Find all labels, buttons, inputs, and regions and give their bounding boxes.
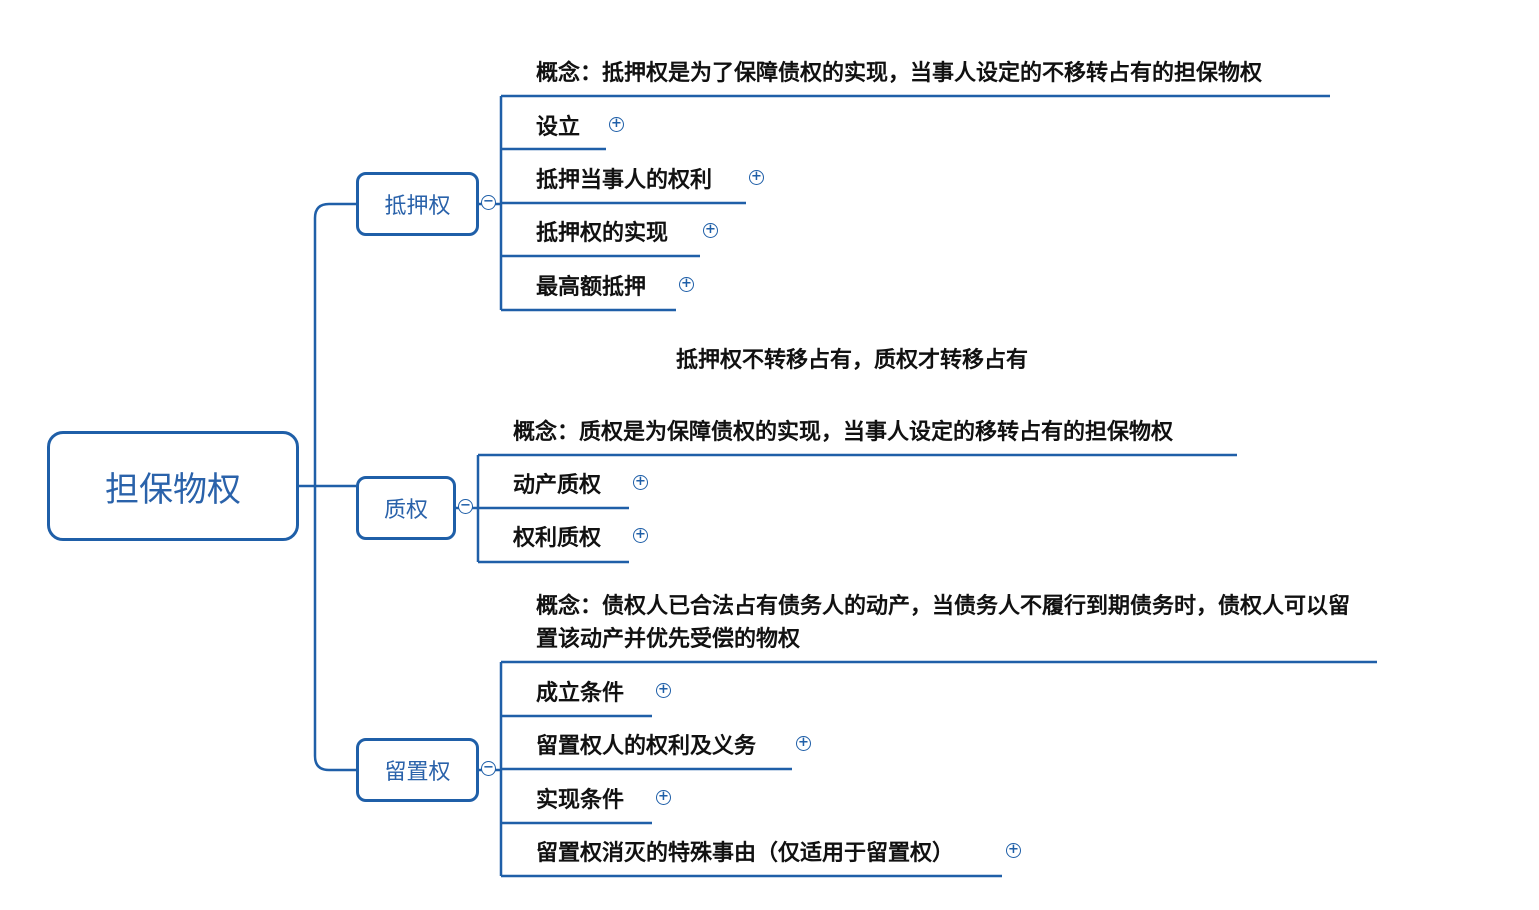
concept-text: 概念：抵押权是为了保障债权的实现，当事人设定的不移转占有的担保物权 bbox=[536, 60, 1263, 86]
collapse-minus-icon[interactable]: − bbox=[458, 499, 473, 514]
collapse-minus-icon[interactable]: − bbox=[481, 761, 496, 776]
expand-plus-icon[interactable]: + bbox=[796, 736, 811, 751]
branch-label: 抵押权 bbox=[384, 194, 451, 219]
expand-plus-icon[interactable]: + bbox=[1006, 843, 1021, 858]
expand-plus-icon[interactable]: + bbox=[633, 528, 648, 543]
branch-node-pledge[interactable]: 质权 bbox=[356, 476, 456, 540]
branch-label: 留置权 bbox=[384, 760, 451, 785]
expand-plus-icon[interactable]: + bbox=[633, 475, 648, 490]
child-node-label[interactable]: 留置权消灭的特殊事由（仅适用于留置权） bbox=[536, 840, 955, 866]
branch-label: 质权 bbox=[383, 498, 428, 523]
child-node-label[interactable]: 设立 bbox=[536, 114, 581, 140]
branch-node-mortgage[interactable]: 抵押权 bbox=[356, 172, 479, 236]
child-node-label[interactable]: 最高额抵押 bbox=[536, 274, 647, 300]
concept-text: 概念：质权是为保障债权的实现，当事人设定的移转占有的担保物权 bbox=[513, 419, 1174, 445]
expand-plus-icon[interactable]: + bbox=[656, 683, 671, 698]
collapse-minus-icon[interactable]: − bbox=[481, 195, 496, 210]
child-node-label[interactable]: 抵押权的实现 bbox=[536, 220, 669, 246]
child-node-label[interactable]: 抵押当事人的权利 bbox=[536, 167, 713, 193]
child-node-label[interactable]: 动产质权 bbox=[513, 472, 602, 498]
floating-note: 抵押权不转移占有，质权才转移占有 bbox=[676, 347, 1029, 373]
expand-plus-icon[interactable]: + bbox=[703, 223, 718, 238]
expand-plus-icon[interactable]: + bbox=[656, 790, 671, 805]
child-node-label[interactable]: 实现条件 bbox=[536, 787, 625, 813]
child-node-label[interactable]: 留置权人的权利及义务 bbox=[536, 733, 757, 759]
root-node[interactable]: 担保物权 bbox=[47, 431, 299, 541]
root-label: 担保物权 bbox=[105, 469, 241, 510]
branch-node-lien[interactable]: 留置权 bbox=[356, 738, 479, 802]
expand-plus-icon[interactable]: + bbox=[609, 117, 624, 132]
expand-plus-icon[interactable]: + bbox=[679, 277, 694, 292]
concept-text: 概念：债权人已合法占有债务人的动产，当债务人不履行到期债务时，债权人可以留置该动… bbox=[536, 593, 1351, 652]
expand-plus-icon[interactable]: + bbox=[749, 170, 764, 185]
child-node-label[interactable]: 成立条件 bbox=[536, 680, 625, 706]
child-node-label[interactable]: 权利质权 bbox=[513, 525, 602, 551]
